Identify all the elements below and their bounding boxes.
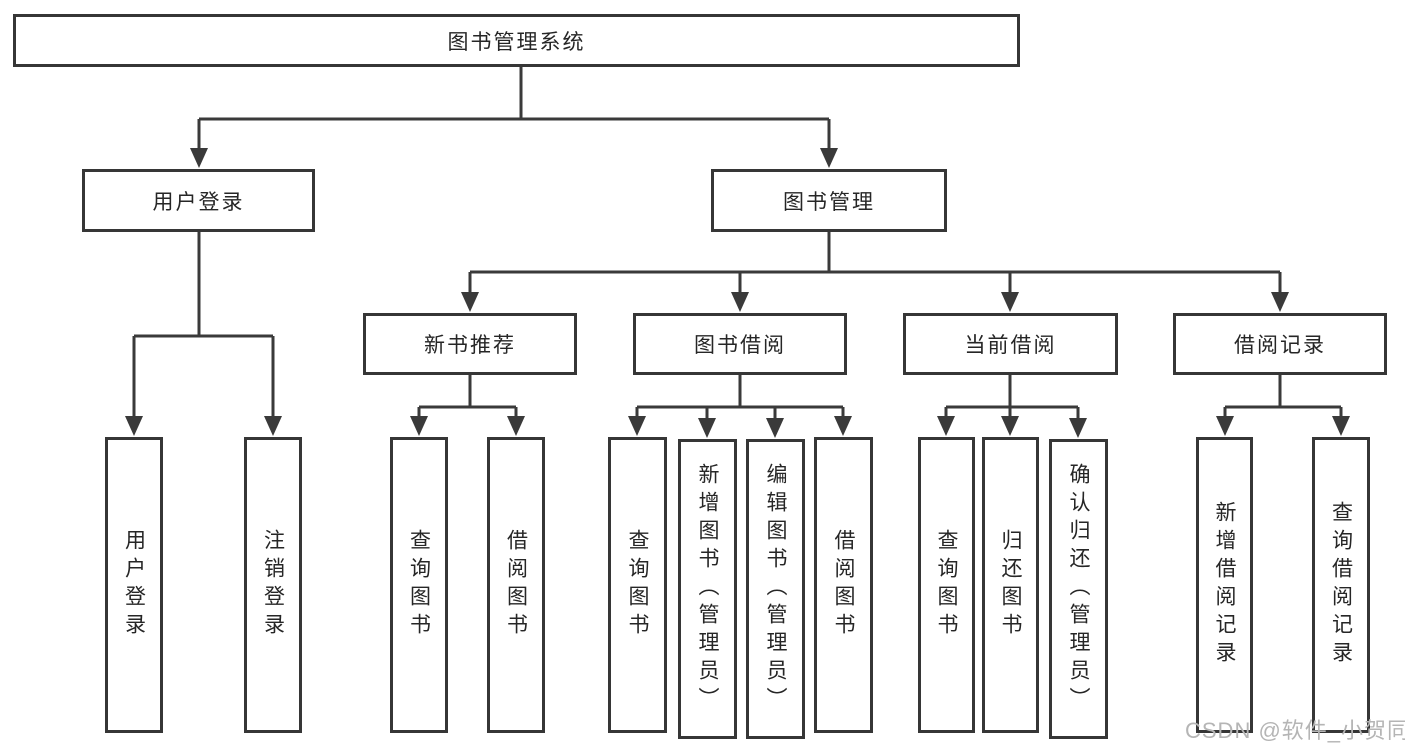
node-label: 新书推荐 — [424, 334, 516, 357]
node-book-management: 图书管理 — [711, 169, 947, 232]
node-label: 用户登录 — [152, 190, 245, 214]
connector-records-to-children — [1216, 374, 1350, 436]
node-label: 当前借阅 — [964, 334, 1057, 357]
node-library-management-system: 图书管理系统 — [13, 14, 1020, 67]
node-label: 查询图书 — [626, 529, 649, 641]
node-label: 编辑图书（管理员） — [764, 463, 787, 715]
node-label: 借阅图书 — [504, 529, 528, 641]
node-leaf-query-borrow-record: 查询借阅记录 — [1312, 437, 1370, 733]
node-label: 归还图书 — [999, 529, 1022, 641]
node-book-borrow: 图书借阅 — [633, 313, 847, 375]
node-user-login: 用户登录 — [82, 169, 315, 232]
node-leaf-add-borrow-record: 新增借阅记录 — [1196, 437, 1253, 733]
node-label: 图书管理 — [783, 190, 875, 214]
node-label: 查询图书 — [935, 529, 958, 641]
node-label: 用户登录 — [122, 529, 146, 641]
connector-newbooks-to-children — [410, 374, 525, 436]
node-leaf-add-books-admin: 新增图书（管理员） — [678, 439, 737, 739]
node-label: 借阅记录 — [1234, 334, 1326, 357]
node-leaf-borrow-books-1: 借阅图书 — [487, 437, 545, 733]
node-leaf-user-login: 用户登录 — [105, 437, 163, 733]
connector-root-to-level2 — [190, 66, 838, 168]
node-label: 图书借阅 — [694, 334, 786, 357]
node-new-book-recommend: 新书推荐 — [363, 313, 577, 375]
node-leaf-return-books: 归还图书 — [982, 437, 1039, 733]
connector-bookmgmt-to-level3 — [461, 231, 1289, 312]
connector-current-to-children — [937, 374, 1087, 438]
node-leaf-confirm-return-admin: 确认归还（管理员） — [1049, 439, 1108, 739]
node-current-borrow: 当前借阅 — [903, 313, 1118, 375]
node-label: 查询图书 — [407, 529, 431, 641]
node-leaf-query-books-1: 查询图书 — [390, 437, 448, 733]
node-label: 查询借阅记录 — [1329, 501, 1353, 669]
node-leaf-query-books-2: 查询图书 — [608, 437, 667, 733]
node-leaf-query-books-3: 查询图书 — [918, 437, 975, 733]
connector-userlogin-to-children — [125, 231, 282, 436]
node-leaf-edit-books-admin: 编辑图书（管理员） — [746, 439, 805, 739]
node-label: 新增图书（管理员） — [696, 463, 719, 715]
node-label: 注销登录 — [261, 529, 285, 641]
node-label: 新增借阅记录 — [1213, 501, 1236, 669]
node-leaf-logout: 注销登录 — [244, 437, 302, 733]
node-label: 借阅图书 — [832, 529, 855, 641]
connector-borrow-to-children — [628, 374, 852, 438]
node-label: 图书管理系统 — [447, 30, 586, 54]
node-borrow-records: 借阅记录 — [1173, 313, 1387, 375]
csdn-watermark: CSDN @软件_小贺同学 — [1185, 718, 1405, 743]
node-leaf-borrow-books-2: 借阅图书 — [814, 437, 873, 733]
node-label: 确认归还（管理员） — [1067, 463, 1090, 715]
